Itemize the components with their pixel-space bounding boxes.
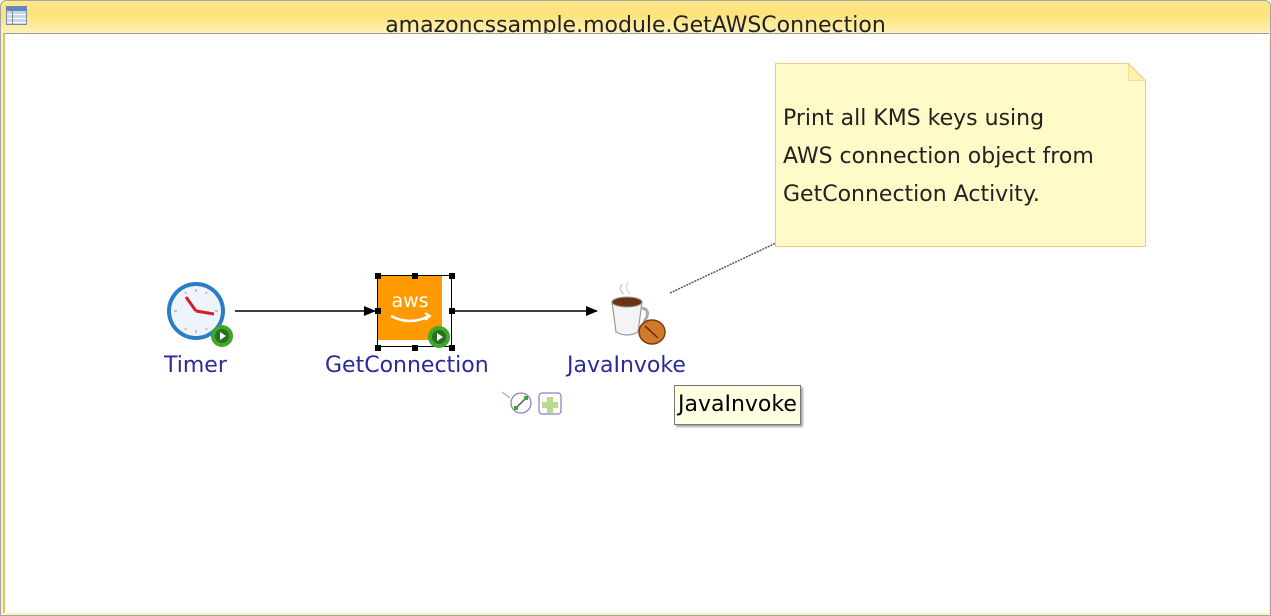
title-bar: amazoncssample.module.GetAWSConnection <box>1 1 1270 34</box>
node-label-javainvoke: JavaInvoke <box>567 353 686 378</box>
connect-tool-button[interactable] <box>510 392 532 414</box>
aws-icon-text: aws <box>391 290 428 312</box>
coffee-cup-icon <box>611 281 666 345</box>
resize-handle[interactable] <box>412 273 418 279</box>
sticky-note[interactable] <box>775 63 1146 247</box>
start-play-icon <box>428 326 450 348</box>
selection-tools <box>501 391 562 415</box>
note-fold-corner <box>1128 63 1146 81</box>
resize-handle[interactable] <box>449 308 455 314</box>
table-icon <box>6 6 27 25</box>
start-play-icon <box>211 325 233 347</box>
resize-handle[interactable] <box>375 345 381 351</box>
resize-handle[interactable] <box>375 308 381 314</box>
resize-handle[interactable] <box>449 345 455 351</box>
resize-handle[interactable] <box>449 273 455 279</box>
tooltip: JavaInvoke <box>674 385 801 425</box>
window-title: amazoncssample.module.GetAWSConnection <box>385 13 886 34</box>
note-anchor-line <box>669 242 777 294</box>
aws-icon: aws <box>378 276 450 348</box>
add-activity-button[interactable] <box>538 392 562 415</box>
note-text: Print all KMS keys using AWS connection … <box>783 106 1094 207</box>
resize-handle[interactable] <box>412 345 418 351</box>
clock-icon <box>167 282 233 347</box>
node-label-getconnection: GetConnection <box>325 353 489 378</box>
resize-handle[interactable] <box>375 273 381 279</box>
node-label-timer: Timer <box>164 353 227 378</box>
plus-icon <box>542 397 558 413</box>
